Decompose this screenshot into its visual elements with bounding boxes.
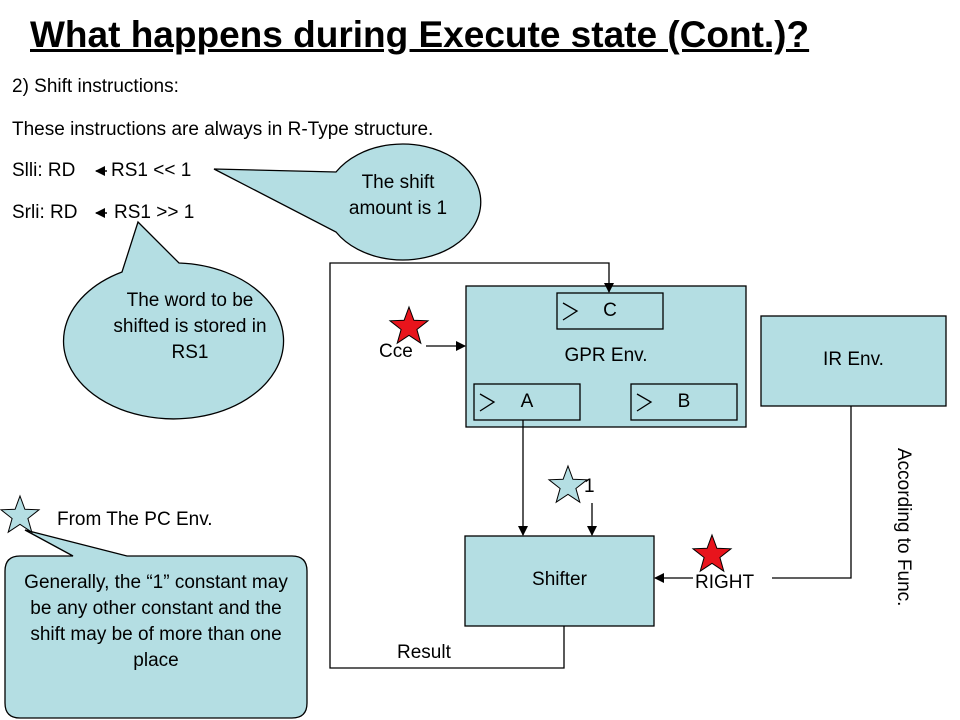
shifter-block bbox=[464, 535, 655, 627]
gpr-port-c bbox=[556, 292, 664, 330]
ir-func-wire bbox=[772, 406, 852, 579]
constant-one-label: 1 bbox=[584, 476, 595, 497]
word-location-callout-text: The word to be shifted is stored in RS1 bbox=[113, 290, 267, 363]
port-a-chevron bbox=[479, 393, 496, 412]
gpr-port-a bbox=[473, 383, 581, 421]
legend-star-icon bbox=[0, 494, 41, 534]
right-signal-label: RIGHT bbox=[695, 572, 755, 593]
gpr-env-label: GPR Env. bbox=[564, 345, 648, 366]
section-description: These instructions are always in R-Type … bbox=[12, 119, 434, 140]
result-feedback-wire bbox=[329, 262, 614, 669]
section-heading: 2) Shift instructions: bbox=[12, 76, 179, 97]
result-label: Result bbox=[397, 642, 451, 663]
page-title: What happens during Execute state (Cont.… bbox=[30, 14, 810, 55]
cce-star-icon bbox=[388, 305, 430, 345]
port-b-chevron bbox=[636, 393, 653, 412]
general-note-callout-text: Generally, the “1” constant may be any o… bbox=[24, 572, 288, 671]
srli-instruction-expr: RS1 >> 1 bbox=[114, 202, 195, 223]
slli-instruction-name: Slli: RD bbox=[12, 160, 76, 181]
srli-instruction-name: Srli: RD bbox=[12, 202, 78, 223]
port-c-chevron bbox=[562, 302, 579, 321]
shifter-label: Shifter bbox=[532, 569, 587, 590]
cce-signal-label: Cce bbox=[379, 341, 413, 362]
gpr-port-c-label: C bbox=[603, 300, 617, 321]
gpr-port-b-label: B bbox=[677, 391, 691, 412]
gpr-port-a-label: A bbox=[520, 391, 534, 412]
ir-env-block bbox=[760, 315, 947, 407]
general-note-callout bbox=[4, 529, 308, 719]
gpr-port-b bbox=[630, 383, 738, 421]
slli-instruction-expr: RS1 << 1 bbox=[111, 160, 192, 181]
shift-amount-callout bbox=[213, 143, 482, 261]
right-star-icon bbox=[691, 533, 733, 573]
legend-label: From The PC Env. bbox=[57, 509, 213, 530]
shift-amount-callout-text: The shift amount is 1 bbox=[348, 172, 448, 219]
constant-star-icon bbox=[547, 464, 589, 504]
word-location-callout bbox=[62, 220, 285, 420]
ir-env-label: IR Env. bbox=[823, 349, 884, 370]
according-to-func-label: According to Func. bbox=[893, 448, 914, 607]
